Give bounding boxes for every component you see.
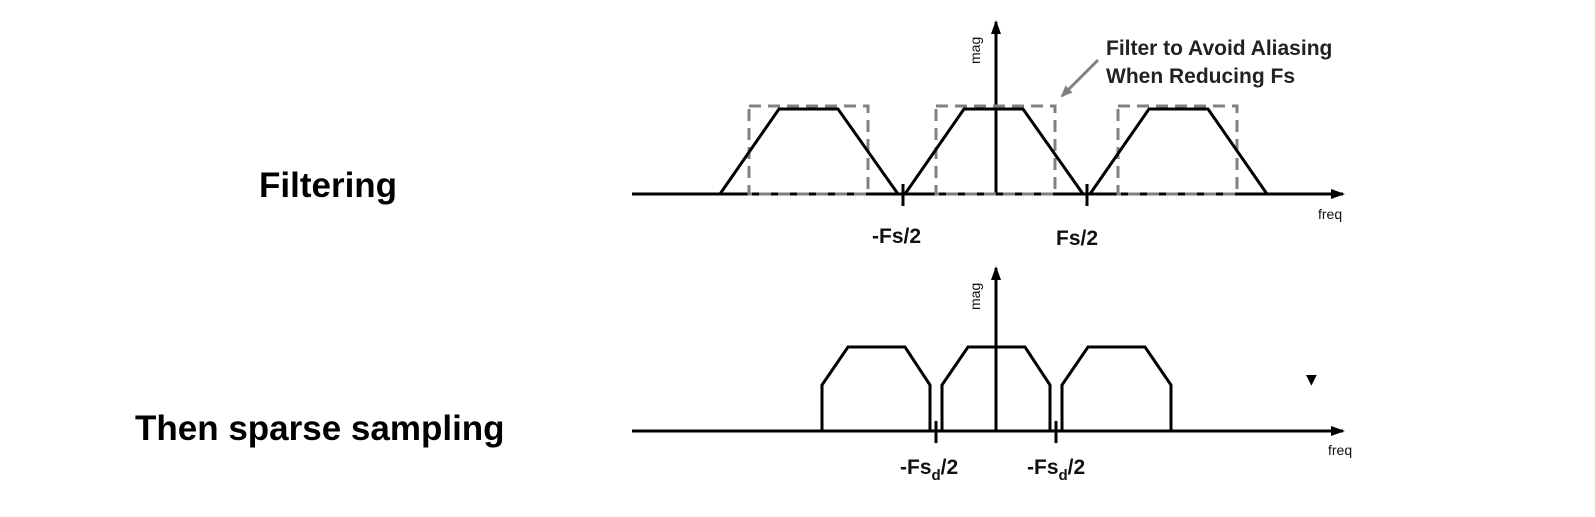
annotation-line-1: Filter to Avoid Aliasing [1106, 37, 1332, 60]
top-spectrum-left [718, 107, 900, 195]
bottom-tick-left-sub: d [932, 467, 941, 484]
bottom-spectrum-right [1060, 345, 1173, 431]
bottom-freq-axis-label: freq [1328, 442, 1352, 458]
top-mag-axis-label: mag [967, 37, 983, 64]
top-filter-box-left [747, 104, 870, 196]
bottom-tick-right-tail: /2 [1068, 456, 1086, 479]
bottom-tick-left-main: -Fs [900, 456, 932, 479]
top-panel: -Fs/2 Fs/2 freq mag Filter to Avoid Alia… [632, 20, 1345, 250]
sparse-sampling-label: Then sparse sampling [135, 409, 505, 448]
top-freq-axis-label: freq [1318, 206, 1342, 222]
bottom-spectrum-left [820, 345, 932, 431]
top-tick-right-label: Fs/2 [1056, 227, 1098, 250]
bottom-tick-left-tail: /2 [941, 456, 959, 479]
bottom-tick-right-main: -Fs [1027, 456, 1059, 479]
bottom-marker-icon: ▼ [1306, 372, 1317, 388]
bottom-mag-axis-label: mag [967, 283, 983, 310]
bottom-panel: -Fsd/2 -Fsd/2 freq mag ▼ [632, 266, 1352, 484]
bottom-spectrum-center [940, 345, 1052, 431]
top-spectrum-center [903, 107, 1085, 195]
annotation-line-2: When Reducing Fs [1106, 65, 1295, 88]
top-tick-left-label: -Fs/2 [872, 225, 921, 248]
bottom-tick-right-sub: d [1059, 467, 1068, 484]
top-filter-box-right [1116, 104, 1239, 196]
filtering-label: Filtering [259, 166, 398, 205]
top-spectrum-right [1088, 107, 1269, 195]
annotation-arrow [1060, 58, 1100, 98]
bottom-tick-left-label: -Fsd/2 [900, 456, 958, 484]
bottom-tick-right-label: -Fsd/2 [1027, 456, 1085, 484]
